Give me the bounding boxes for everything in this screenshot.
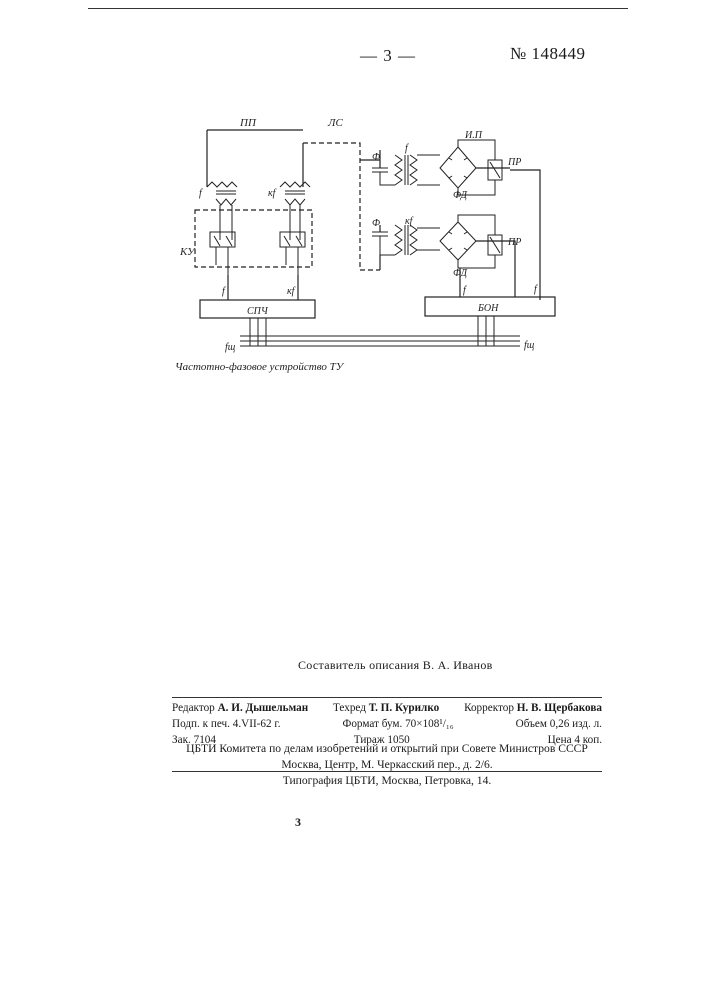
label-kf-left: кf bbox=[268, 188, 277, 199]
label-fd-bottom: ФД bbox=[453, 268, 468, 279]
label-f-bon-left: f bbox=[463, 285, 467, 296]
ku-unit-box bbox=[195, 210, 312, 267]
volume: Объем 0,26 изд. л. bbox=[516, 716, 602, 732]
label-fsh-left: fщ bbox=[225, 342, 236, 353]
label-pr-top: ПР bbox=[507, 157, 521, 168]
signed-date: Подп. к печ. 4.VII-62 г. bbox=[172, 716, 281, 732]
label-phi-bottom: Ф bbox=[372, 218, 380, 229]
page-number-footer: 3 bbox=[295, 815, 301, 830]
label-ip: И.П bbox=[464, 130, 483, 141]
credits-rule-top bbox=[172, 697, 602, 698]
corrector: Корректор Н. В. Щербакова bbox=[464, 700, 602, 716]
channel-kf bbox=[372, 215, 515, 297]
communication-line bbox=[207, 130, 380, 270]
label-spch: СПЧ bbox=[247, 306, 269, 317]
transformer-kf-left bbox=[280, 175, 310, 240]
transformer-f-left bbox=[207, 182, 237, 240]
label-f-top: f bbox=[405, 143, 409, 154]
circuit-diagram: ПП ЛС f кf КУ f кf СПЧ fщ Ф f И.П ПР ФД … bbox=[0, 0, 707, 400]
label-ku: КУ bbox=[179, 246, 196, 258]
credits-rule-bottom bbox=[172, 771, 602, 772]
credits-row-staff: Редактор А. И. Дышельман Техред Т. П. Ку… bbox=[172, 700, 602, 716]
label-f-bon-right: f bbox=[534, 284, 538, 295]
label-pp: ПП bbox=[239, 117, 257, 129]
label-kf-bottom: кf bbox=[405, 216, 414, 227]
label-phi-top: Ф bbox=[372, 152, 380, 163]
paper-format: Формат бум. 70×108¹/₁₆ bbox=[342, 716, 453, 732]
publisher-line-1: ЦБТИ Комитета по делам изобретений и отк… bbox=[172, 741, 602, 757]
label-fsh-right: fщ bbox=[524, 340, 535, 351]
publisher-block: ЦБТИ Комитета по делам изобретений и отк… bbox=[172, 741, 602, 773]
label-pr-bottom: ПР bbox=[507, 237, 521, 248]
label-ls: ЛС bbox=[327, 117, 343, 129]
credits-row-print: Подп. к печ. 4.VII-62 г. Формат бум. 70×… bbox=[172, 716, 602, 732]
editor: Редактор А. И. Дышельман bbox=[172, 700, 308, 716]
label-f-ku: f bbox=[222, 286, 226, 297]
compiler-line: Составитель описания В. А. Иванов bbox=[298, 658, 493, 673]
printing-house: Типография ЦБТИ, Москва, Петровка, 14. bbox=[172, 774, 602, 787]
label-fd-top: ФД bbox=[453, 190, 468, 201]
diagram-caption: Частотно-фазовое устройство ТУ bbox=[175, 361, 345, 373]
techred: Техред Т. П. Курилко bbox=[333, 700, 439, 716]
label-bon: БОН bbox=[477, 303, 499, 314]
label-kf-ku: кf bbox=[287, 286, 296, 297]
bus-fsh bbox=[240, 316, 520, 346]
label-f-left: f bbox=[199, 188, 203, 199]
